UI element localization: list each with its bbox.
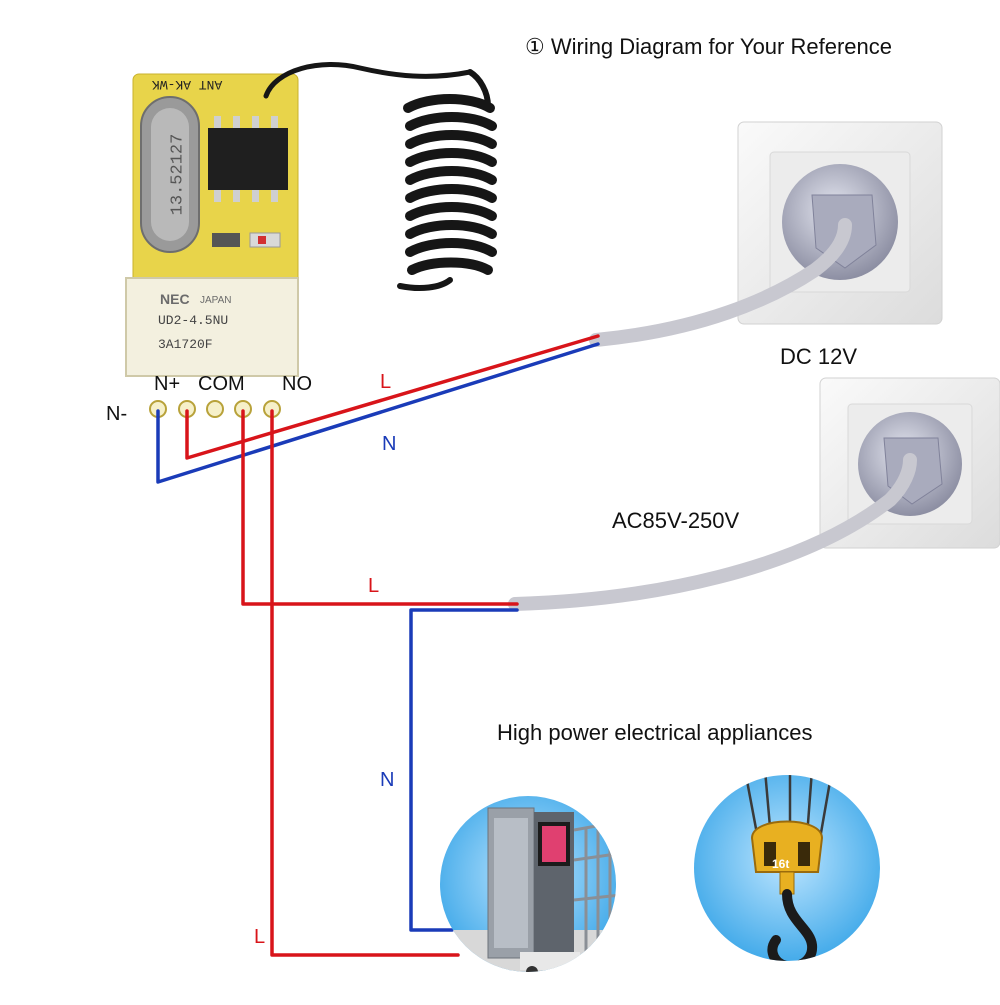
terminal-com: COM [198,373,245,395]
terminal-n-minus: N- [106,403,128,425]
ac-supply-label: AC85V-250V [612,508,740,533]
load-live-label: L [254,926,266,948]
wire-ac-live [241,409,519,606]
terminal-n-plus: N+ [154,373,181,395]
appliances-caption: High power electrical appliances [497,720,813,745]
capacitor [212,233,240,247]
chip-pins [214,116,278,202]
antenna [263,62,497,291]
wire-dc-live [185,334,600,460]
dc-live-label: L [380,371,392,393]
relay-model: UD2-4.5NU [158,313,229,328]
dc-supply-label: DC 12V [780,344,858,369]
load-neutral-label: N [380,769,395,791]
dc-supply-cable [589,218,852,347]
wire-dc-neutral [156,342,600,484]
ac-live-label: L [368,575,380,597]
terminal-pads [149,400,281,418]
crystal-text: 13.52127 [168,133,188,216]
dc-neutral-label: N [382,433,397,455]
ac-supply-cable [508,453,917,611]
wire-load-live [270,409,460,957]
relay-brand-sub: JAPAN [200,295,232,306]
crane-hook-appliance [694,775,880,961]
diagram-title: ① Wiring Diagram for Your Reference [525,34,892,59]
relay-body [125,277,299,377]
receiver-module [125,73,299,418]
relay-code: 3A1720F [158,337,213,352]
ic-chip [208,128,288,190]
hook-badge: 16t [772,857,790,871]
wire-load-neutral [409,608,519,932]
led-dot [258,236,266,244]
antenna-label: ANT AK-WK [152,77,223,92]
terminal-no: NO [282,373,312,395]
crystal-face [151,108,189,241]
gate-appliance [440,796,616,972]
antenna-coil [403,94,497,275]
relay-brand: NEC [160,291,190,307]
